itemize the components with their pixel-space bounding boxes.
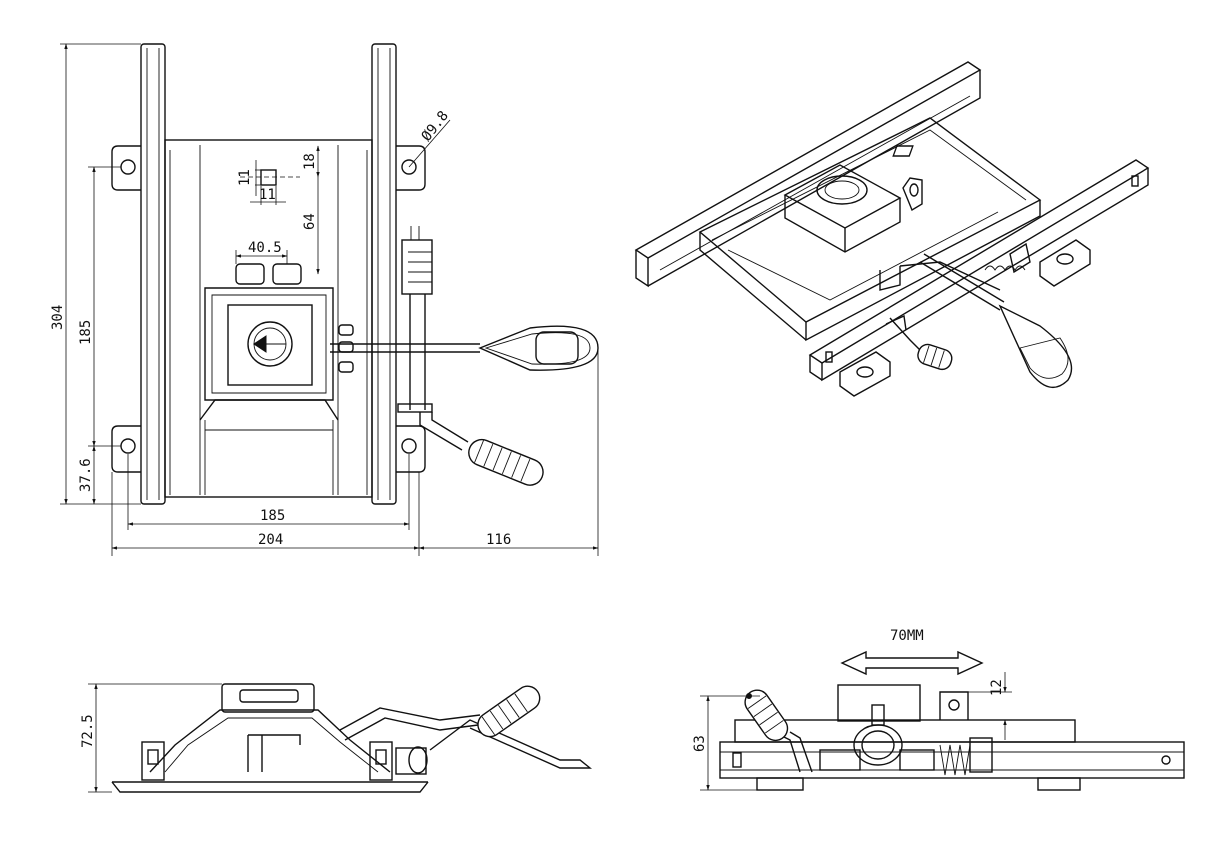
latch-bracket: [401, 239, 433, 295]
dim-lever-extension: 116: [486, 532, 511, 548]
dim-hole-diameter: Ø9.8: [419, 108, 452, 144]
side-rail: [719, 741, 1185, 779]
right-rail: [371, 43, 397, 505]
dim-hole-spacing-horizontal: 185: [260, 508, 285, 524]
front-base: [111, 781, 429, 793]
mount-hole-tr: [401, 159, 417, 175]
slot-left: [235, 263, 265, 285]
iso-center-hole: [816, 175, 868, 205]
dim-overall-height: 304: [50, 305, 66, 330]
dim-square-width: 11: [259, 187, 276, 203]
iso-upper-handle: [998, 304, 1073, 389]
iso-lower-handle: [917, 343, 953, 371]
dim-hole-offset-bottom: 37.6: [78, 458, 94, 492]
dim-offset-mid: 64: [302, 213, 318, 230]
dim-travel: 70MM: [890, 628, 924, 644]
front-view: 72.5: [80, 683, 592, 793]
dim-slot-spacing: 40.5: [248, 240, 282, 256]
side-view: 70MM 12 63: [692, 628, 1185, 791]
dim-front-height: 72.5: [80, 714, 96, 748]
travel-arrow: [840, 650, 984, 676]
lower-handle: [468, 438, 544, 486]
iso-rail-left: [634, 61, 982, 259]
front-handle: [477, 685, 541, 738]
swivel-lock: [247, 321, 293, 367]
slot-right: [272, 263, 302, 285]
dim-side-height: 63: [692, 735, 708, 752]
iso-rail-right: [808, 159, 1150, 364]
front-swivel-box: [221, 683, 315, 713]
dim-square-height: 11: [237, 169, 253, 186]
square-hole: [260, 169, 277, 186]
mount-hole-bl: [120, 438, 136, 454]
dim-overall-width: 204: [258, 532, 283, 548]
upper-handle: [478, 325, 599, 371]
left-rail: [140, 43, 166, 505]
top-view: Ø9.8 11 11 18 64 40.5 304 185 37.6: [50, 43, 599, 556]
side-handle: [744, 689, 789, 742]
center-plate: [164, 139, 373, 498]
lock-housing: [227, 304, 313, 386]
dim-offset-top: 18: [302, 153, 318, 170]
dim-hole-spacing-vertical: 185: [78, 320, 94, 345]
isometric-view: [634, 61, 1150, 397]
mount-hole-br: [401, 438, 417, 454]
mount-hole-tl: [120, 159, 136, 175]
dim-side-step: 12: [989, 679, 1005, 696]
